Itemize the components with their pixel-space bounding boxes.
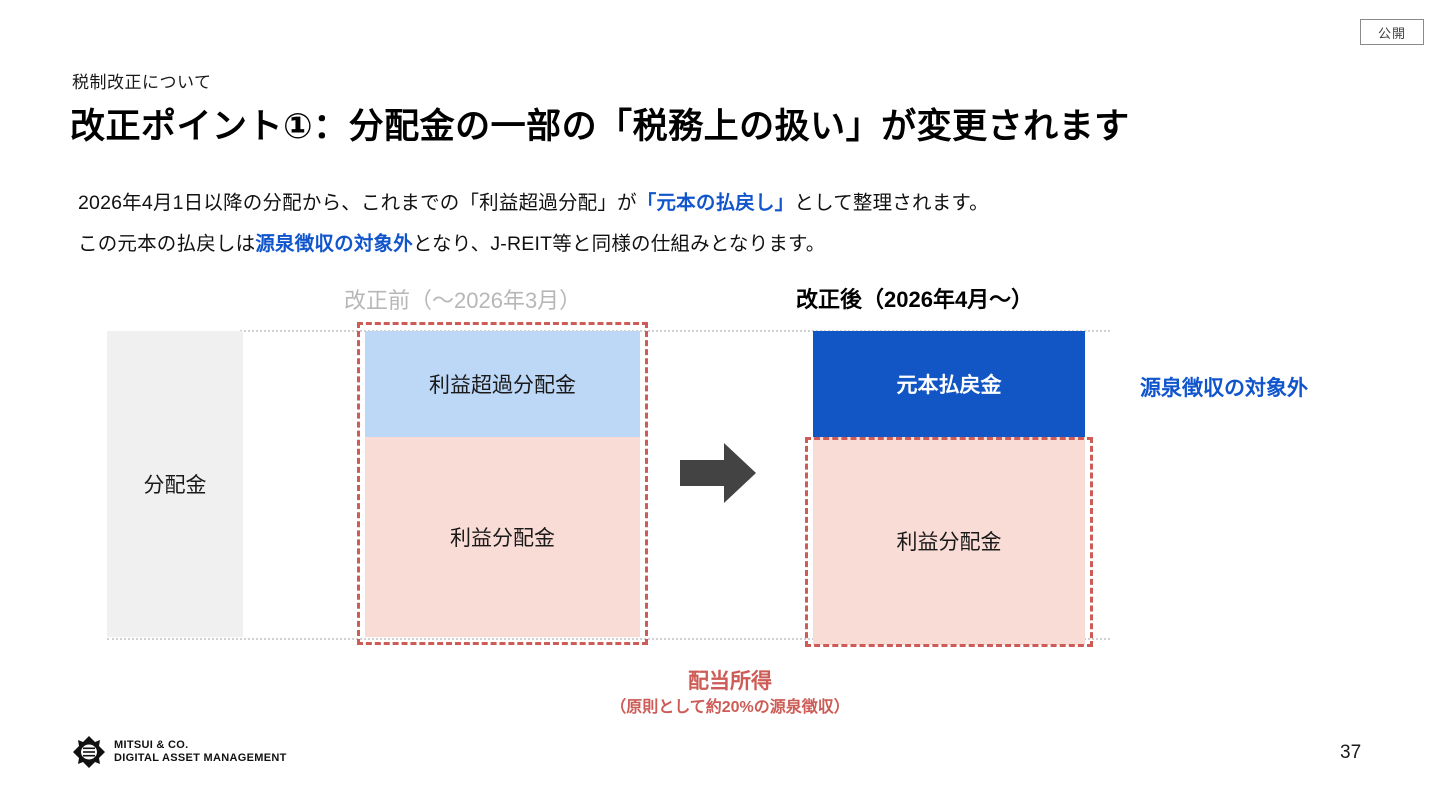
mitsui-diamond-logo-icon xyxy=(72,735,106,769)
lead-1-text-b: として整理されます。 xyxy=(794,192,989,214)
after-segment-profit: 利益分配金 xyxy=(813,437,1085,645)
column-header-before: 改正前（～2026年3月） xyxy=(344,288,582,313)
lead-2-highlight: 源泉徴収の対象外 xyxy=(255,233,413,255)
after-dashed-outline xyxy=(805,437,1093,647)
footer-logo: MITSUI & CO. DIGITAL ASSET MANAGEMENT xyxy=(72,735,287,769)
lead-1-text-a: 2026年4月1日以降の分配から、これまでの「利益超過分配」が xyxy=(78,192,637,214)
status-badge: 公開 xyxy=(1360,19,1424,45)
page-number: 37 xyxy=(1340,742,1362,763)
lead-1-highlight: 「元本の払戻し」 xyxy=(636,192,795,214)
before-dashed-outline xyxy=(357,322,648,645)
page-title: 改正ポイント①：分配金の一部の「税務上の扱い」が変更されます xyxy=(70,107,1130,146)
lead-2-text-a: この元本の払戻しは xyxy=(78,233,256,255)
before-segment-profit: 利益分配金 xyxy=(365,437,640,637)
caption-sub-text: （原則として約20%の源泉徴収） xyxy=(610,699,850,716)
guide-line-bottom xyxy=(107,638,1110,640)
after-segment-principal-refund: 元本払戻金 xyxy=(813,331,1085,437)
column-header-after: 改正後（2026年4月～） xyxy=(796,287,1034,312)
before-segment-excess: 利益超過分配金 xyxy=(365,331,640,437)
lead-paragraph-2: この元本の払戻しは源泉徴収の対象外となり、J-REIT等と同様の仕組みとなります… xyxy=(78,227,825,256)
lead-2-text-b: となり、J-REIT等と同様の仕組みとなります。 xyxy=(412,233,826,255)
caption-main-text: 配当所得 xyxy=(688,670,772,693)
side-note-no-withholding: 源泉徴収の対象外 xyxy=(1140,377,1308,400)
footer-logo-text: MITSUI & CO. DIGITAL ASSET MANAGEMENT xyxy=(114,739,287,765)
footer-logo-line1: MITSUI & CO. xyxy=(114,739,189,751)
lead-paragraph-1: 2026年4月1日以降の分配から、これまでの「利益超過分配」が「元本の払戻し」と… xyxy=(78,186,989,215)
source-block-distribution: 分配金 xyxy=(107,331,243,637)
footer-logo-line2: DIGITAL ASSET MANAGEMENT xyxy=(114,752,287,764)
guide-line-top xyxy=(240,330,1110,332)
eyebrow-label: 税制改正について xyxy=(72,73,212,92)
transition-arrow-icon xyxy=(680,443,756,503)
